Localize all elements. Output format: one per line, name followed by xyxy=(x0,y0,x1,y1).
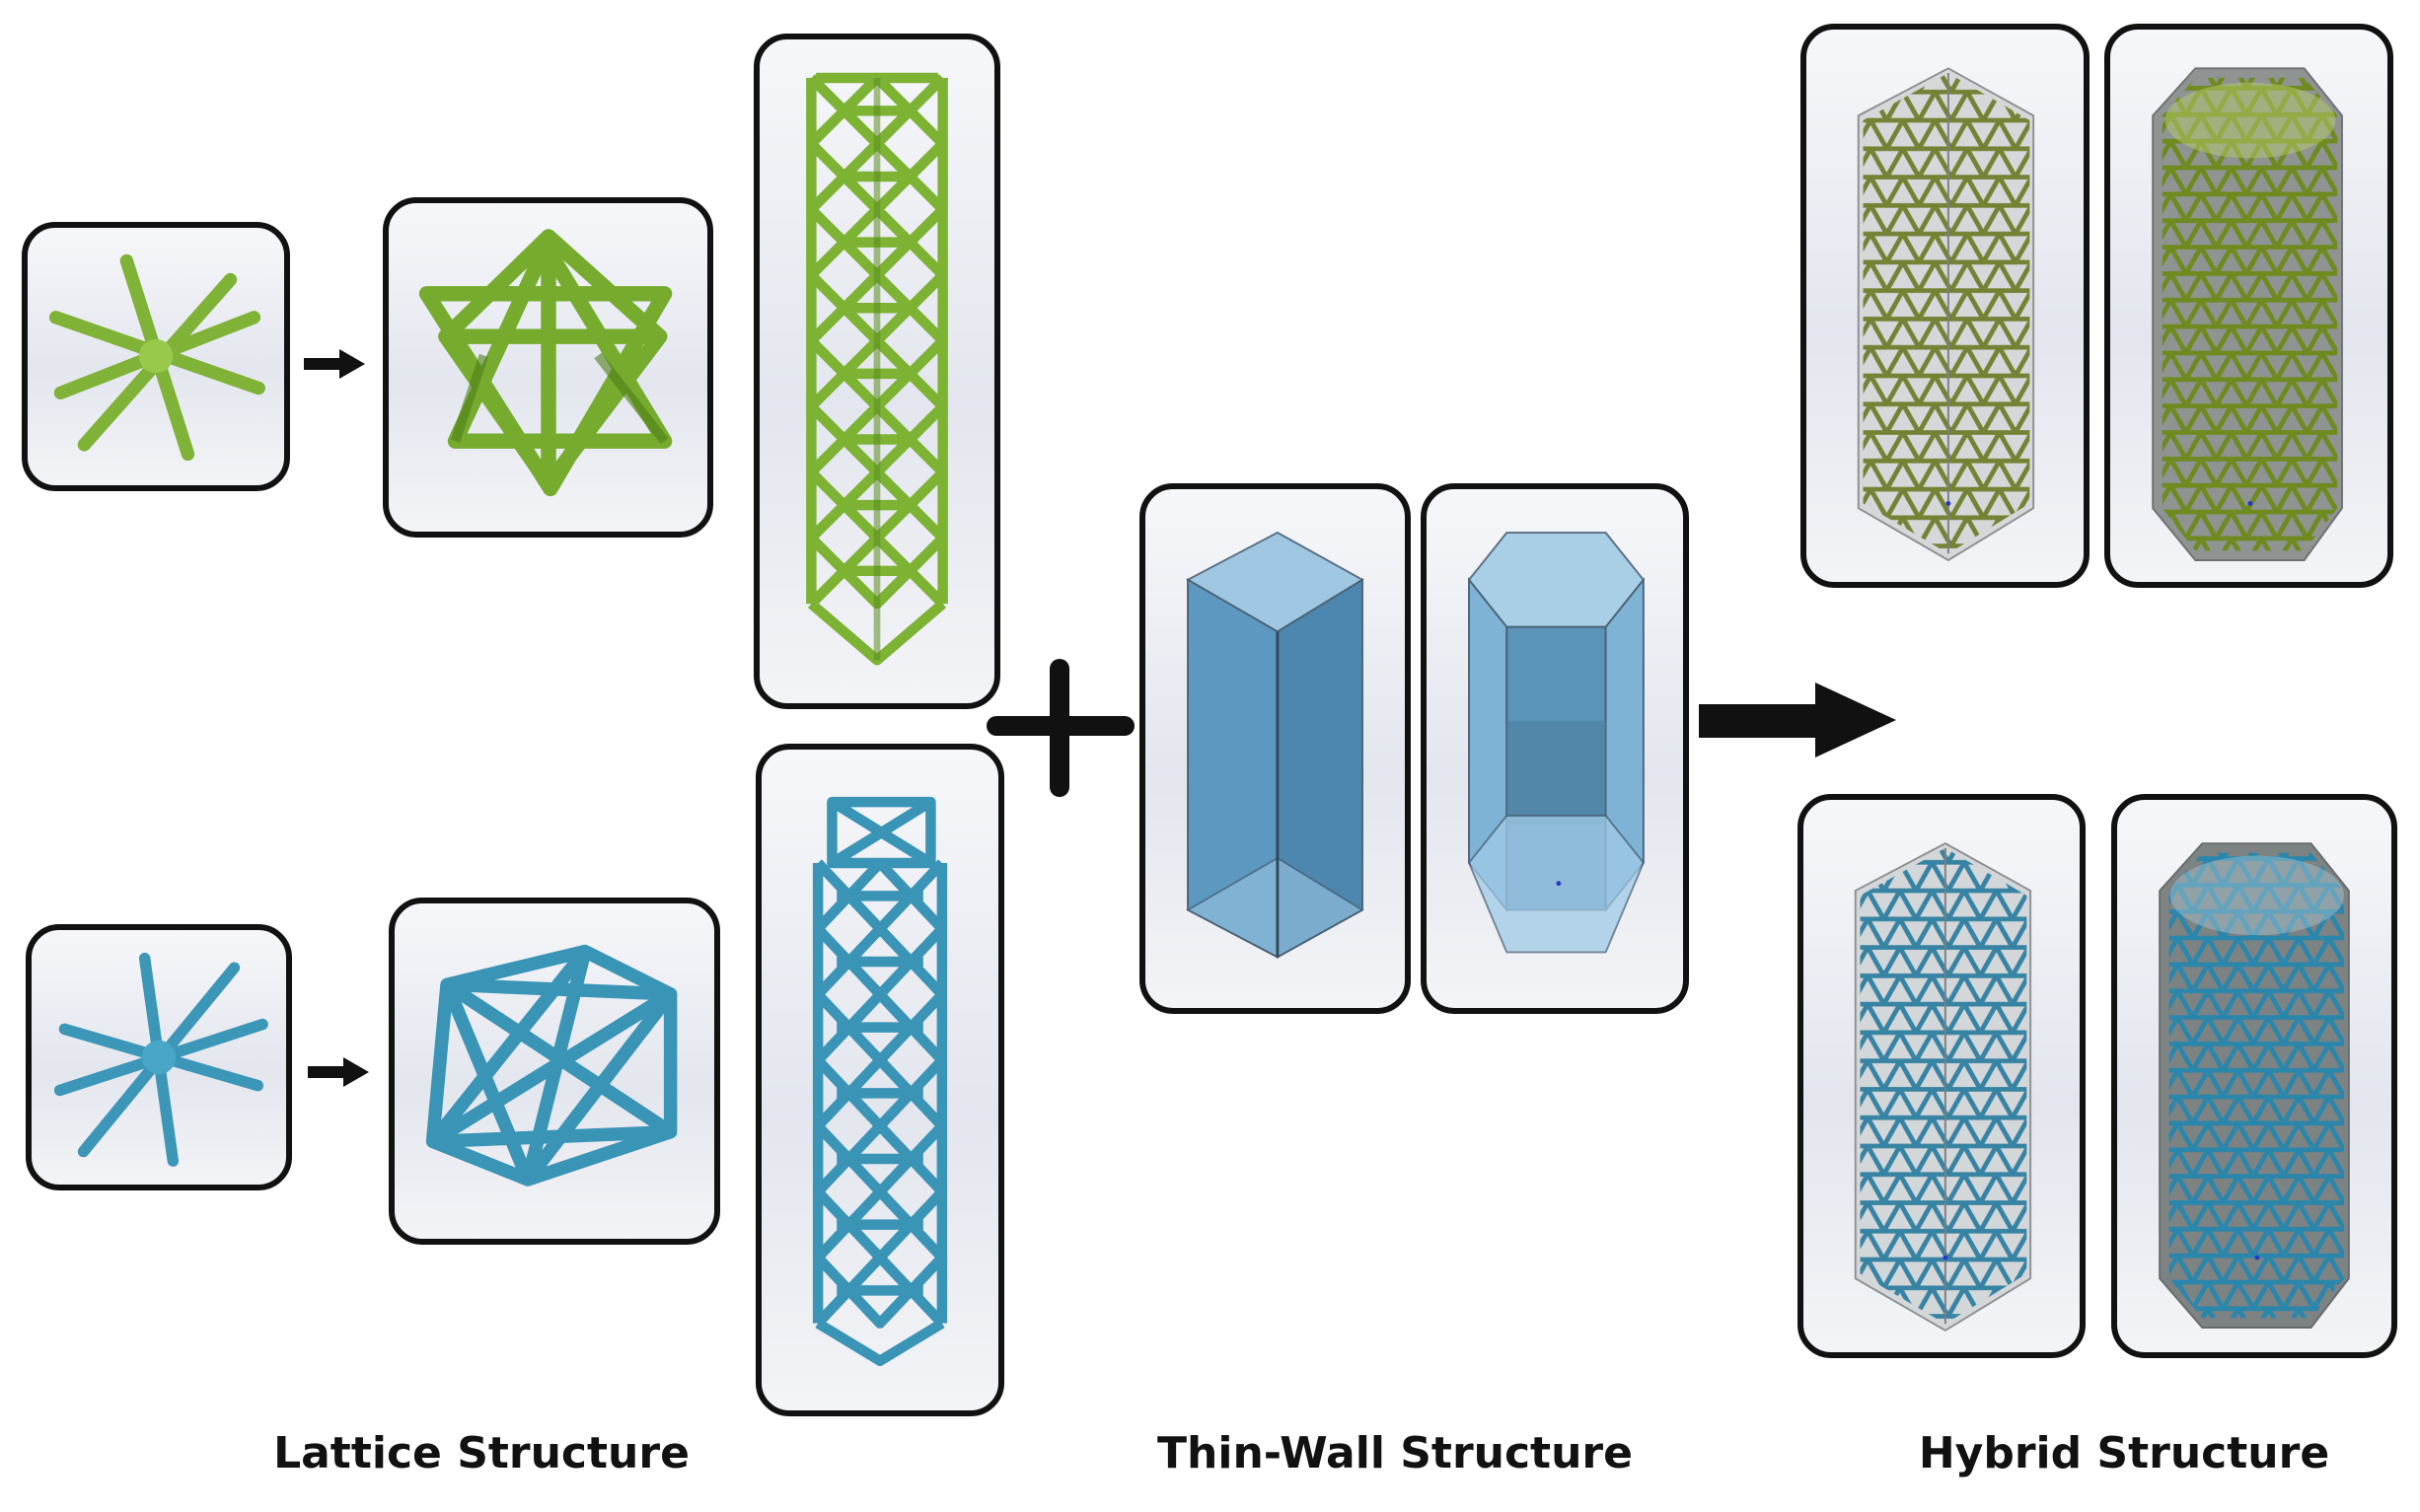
blue-unit-cell-illustration xyxy=(425,944,678,1187)
arrow-right-large-icon xyxy=(1699,683,1896,757)
blue-unit-cell-panel xyxy=(389,898,720,1245)
green-lattice-column-panel xyxy=(754,34,1000,709)
plus-icon xyxy=(987,659,1135,797)
hybrid-blue-hexagonal-panel xyxy=(2111,794,2397,1358)
hybrid-blue-square-illustration xyxy=(1854,842,2032,1332)
green-unit-cell-panel xyxy=(383,197,713,538)
thin-wall-structure-caption: Thin-Wall Structure xyxy=(1157,1428,1633,1478)
blue-lattice-column-panel xyxy=(756,744,1004,1416)
arrow-right-small-icon xyxy=(308,1057,369,1087)
hybrid-blue-square-panel xyxy=(1797,794,2086,1358)
thin-wall-square-panel xyxy=(1139,483,1411,1014)
blue-lattice-column-illustration xyxy=(812,796,948,1366)
arrow-right-small-icon xyxy=(304,349,365,379)
hybrid-green-hexagonal-panel xyxy=(2104,24,2393,588)
hybrid-green-hexagonal-illustration xyxy=(2152,67,2343,561)
green-lattice-column-illustration xyxy=(806,72,948,666)
thin-wall-hexagonal-panel xyxy=(1421,483,1689,1014)
thin-wall-square-prism-illustration xyxy=(1186,531,1364,959)
blue-node-panel xyxy=(26,924,292,1190)
blue-node-illustration xyxy=(53,952,268,1167)
hybrid-structure-caption: Hybrid Structure xyxy=(1918,1428,2330,1478)
thin-wall-hexagonal-prism-illustration xyxy=(1467,532,1646,954)
lattice-structure-caption: Lattice Structure xyxy=(273,1428,690,1478)
green-unit-cell-illustration xyxy=(418,229,673,497)
green-node-panel xyxy=(22,222,290,491)
hybrid-blue-hexagonal-illustration xyxy=(2159,842,2350,1329)
hybrid-green-square-illustration xyxy=(1857,67,2035,562)
green-node-illustration xyxy=(48,253,265,462)
hybrid-green-square-panel xyxy=(1800,24,2090,588)
